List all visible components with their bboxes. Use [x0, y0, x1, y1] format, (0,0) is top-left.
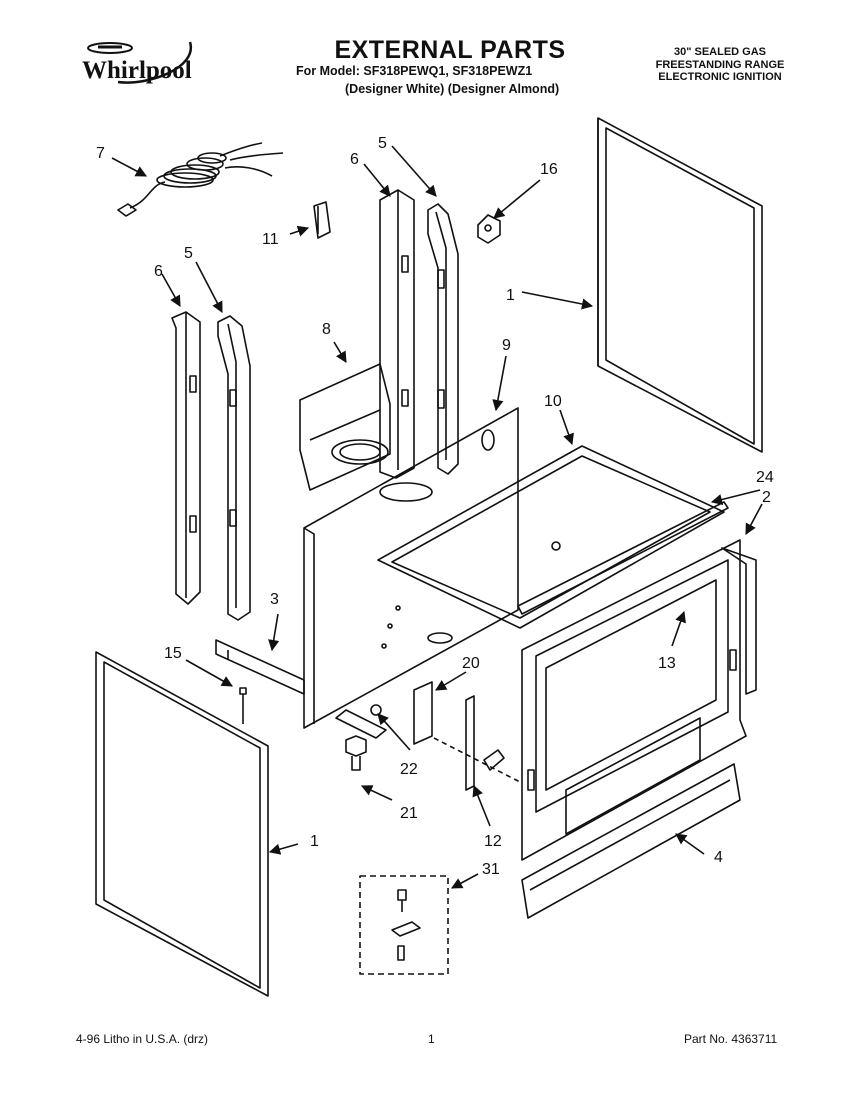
variants-line: (Designer White) (Designer Almond): [345, 82, 560, 96]
part-number: Part No. 4363711: [684, 1032, 778, 1046]
whirlpool-logo-mark: Whirlpool: [82, 41, 193, 84]
cooktop-base-part: [377, 445, 725, 629]
callout-24: 24: [756, 469, 774, 486]
callout-4: 4: [714, 849, 723, 866]
callout-1-lower: 1: [310, 833, 319, 850]
bracket-20-part: [413, 681, 433, 745]
product-description: 30" SEALED GAS FREESTANDING RANGE ELECTR…: [640, 46, 800, 84]
callout-13: 13: [658, 655, 676, 672]
whirlpool-logo: Whirlpool: [78, 38, 218, 90]
callout-10: 10: [544, 393, 562, 410]
product-line-3: ELECTRONIC IGNITION: [658, 71, 782, 83]
page-title: EXTERNAL PARTS: [334, 36, 566, 64]
vent-duct-part: [299, 363, 391, 491]
callout-8: 8: [322, 321, 331, 338]
model-line: For Model: SF318PEWQ1, SF318PEWZ1: [296, 64, 533, 78]
callout-31: 31: [482, 861, 500, 878]
callout-11: 11: [262, 231, 279, 248]
strip-part: [517, 501, 729, 615]
callout-1-upper: 1: [506, 287, 515, 304]
litho-note: 4-96 Litho in U.S.A. (drz): [76, 1032, 209, 1046]
hinge-part: [465, 695, 505, 791]
kick-plate-part: [521, 763, 741, 919]
callout-22: 22: [400, 761, 418, 778]
lower-side-panel: [95, 651, 269, 997]
svg-text:Whirlpool: Whirlpool: [82, 57, 192, 84]
product-line-2: FREESTANDING RANGE: [655, 58, 785, 71]
rear-panel-part: [303, 407, 519, 729]
product-line-1: 30" SEALED GAS: [673, 46, 767, 58]
upper-side-panel: [597, 117, 763, 453]
screw-part: [239, 687, 247, 724]
power-cord-part: [117, 142, 284, 217]
callout-12: 12: [484, 833, 502, 850]
hardware-kit-box: [359, 875, 449, 975]
callout-5-upper: 5: [378, 135, 387, 152]
callout-6-left: 6: [154, 263, 163, 280]
leveling-leg-part: [335, 704, 387, 771]
callout-16: 16: [540, 161, 558, 178]
callout-6-upper: 6: [350, 151, 359, 168]
callout-7: 7: [96, 145, 105, 162]
callout-21: 21: [400, 805, 418, 822]
callout-5-left: 5: [184, 245, 193, 262]
page-number: 1: [428, 1032, 435, 1046]
callout-2: 2: [762, 489, 771, 506]
rear-right-rails: [379, 189, 459, 479]
front-frame-part: [521, 539, 757, 861]
toe-bracket-part: [215, 639, 305, 695]
leader-lines: [111, 145, 763, 889]
callout-15: 15: [164, 645, 182, 662]
small-bracket-part: [313, 201, 331, 239]
left-side-rails: [171, 311, 251, 621]
callout-3: 3: [270, 591, 279, 608]
clip-part: [477, 214, 501, 244]
callout-9: 9: [502, 337, 511, 354]
callout-20: 20: [462, 655, 480, 672]
